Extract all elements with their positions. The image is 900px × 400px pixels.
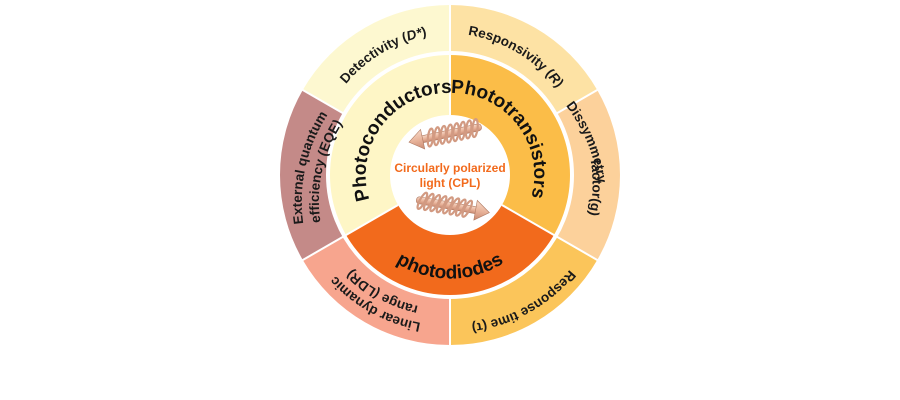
center-label-line1: Circularly polarized [394,161,505,175]
helical-arrow-right-icon [416,191,490,221]
outer-separator [555,235,599,262]
outer-segment-responsivity [450,5,598,114]
outer-separator [301,88,345,115]
outer-label-dissymmetry-line2: factor(g) [586,159,604,218]
outer-segment-response-time [450,236,598,345]
outer-segment-ldr [302,236,450,345]
outer-segment-dissymmetry [555,90,620,260]
ring-separators [301,4,599,346]
helical-arrow-left-icon [408,118,482,150]
outer-ring [280,5,620,345]
inner-segment-photodiodes [344,205,556,297]
inner-segment-phototransistors [450,53,572,236]
center-label-line2: light (CPL) [420,176,481,190]
outer-separator [301,235,345,262]
inner-separator [501,204,557,237]
coil-turn [461,199,474,218]
outer-separator [555,88,599,115]
inner-ring [328,53,572,297]
coil-turn [464,119,473,140]
inner-segment-photoconductors [328,53,450,236]
outer-segment-eqe [280,90,345,260]
outer-segment-detectivity [302,5,450,114]
inner-separator [343,204,399,237]
